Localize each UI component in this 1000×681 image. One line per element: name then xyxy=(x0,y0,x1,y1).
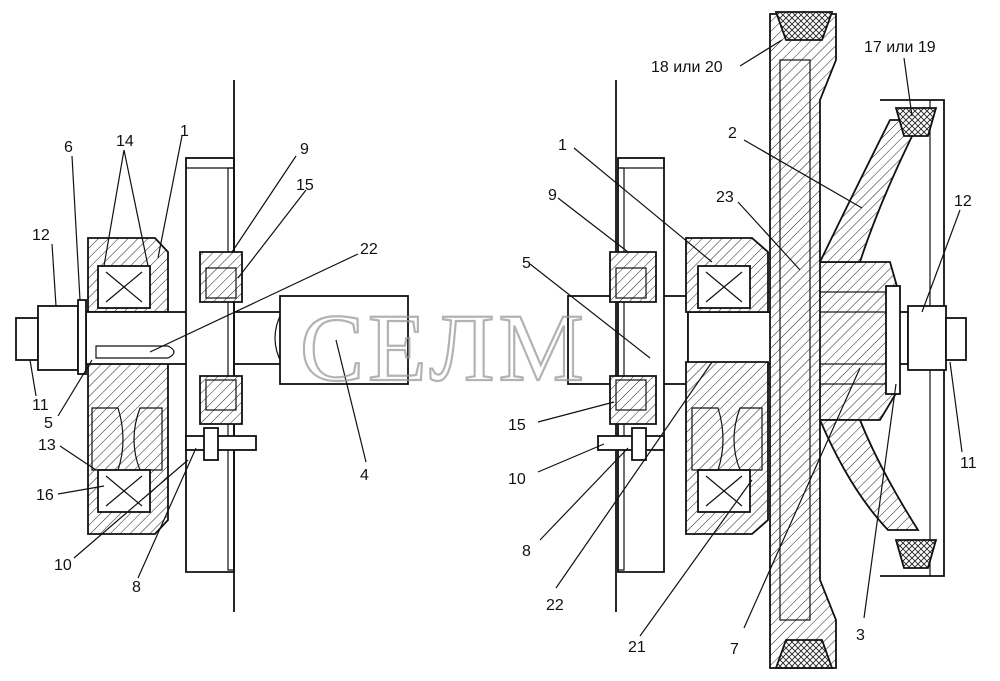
callout-1-right: 1 xyxy=(558,137,567,154)
callout-22-right: 22 xyxy=(546,597,564,614)
callout-16: 16 xyxy=(36,487,54,504)
callout-14: 14 xyxy=(116,133,134,150)
callout-11-left: 11 xyxy=(32,397,49,414)
callout-8-left: 8 xyxy=(132,579,141,596)
callout-22-left: 22 xyxy=(360,241,378,258)
callout-2: 2 xyxy=(728,125,737,142)
callout-15-right: 15 xyxy=(508,417,526,434)
callout-12-right: 12 xyxy=(954,193,972,210)
callout-1-left: 1 xyxy=(180,123,189,140)
callout-13: 13 xyxy=(38,437,56,454)
callout-9-left: 9 xyxy=(300,141,309,158)
callout-4: 4 xyxy=(360,467,369,484)
watermark-text: СЕЛМ xyxy=(300,294,588,401)
callout-11-right: 11 xyxy=(960,455,977,472)
right-assembly xyxy=(567,11,967,669)
left-assembly xyxy=(15,80,409,612)
callout-15-left: 15 xyxy=(296,177,314,194)
callout-23: 23 xyxy=(716,189,734,206)
leader-lines xyxy=(29,39,963,637)
callout-6: 6 xyxy=(64,139,73,156)
callout-8-right: 8 xyxy=(522,543,531,560)
callout-10-left: 10 xyxy=(54,557,72,574)
callout-9-right: 9 xyxy=(548,187,557,204)
callout-5-right: 5 xyxy=(522,255,531,272)
callout-12-left: 12 xyxy=(32,227,50,244)
callout-18-20-top: 18 или 20 xyxy=(651,59,723,76)
callout-21: 21 xyxy=(628,639,646,656)
callout-7: 7 xyxy=(730,641,739,658)
callout-10-right: 10 xyxy=(508,471,526,488)
callout-labels: 18 или 20 17 или 19 14 1 6 12 11 5 13 16… xyxy=(32,39,977,658)
callout-17-19: 17 или 19 xyxy=(864,39,936,56)
callout-3: 3 xyxy=(856,627,865,644)
callout-5-left: 5 xyxy=(44,415,53,432)
